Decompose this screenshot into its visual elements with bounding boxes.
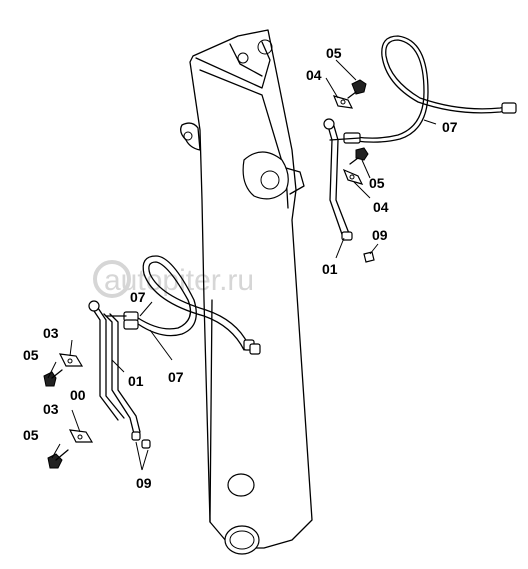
pipe-00-left (88, 300, 125, 421)
bolt-05-top (347, 79, 367, 99)
label-04-right: 04 (373, 199, 389, 215)
clamp-04-top (332, 95, 354, 109)
label-05-b: 05 (23, 427, 39, 443)
label-00-left: 00 (70, 387, 86, 403)
hose-07-right (343, 35, 517, 144)
label-07-right: 07 (442, 119, 458, 135)
watermark-text: autopiter.ru (104, 264, 254, 297)
label-05-top: 05 (326, 45, 342, 61)
label-07-middle: 07 (130, 289, 146, 305)
pipe-01-left (103, 313, 151, 449)
label-04-top: 04 (306, 67, 322, 83)
plug-09-right (363, 251, 375, 263)
label-07-lower: 07 (168, 369, 184, 385)
label-09-left: 09 (136, 475, 152, 491)
clamp-03-a (58, 353, 84, 367)
part-labels: 05 04 07 05 04 09 01 07 07 03 05 01 00 0… (23, 45, 458, 491)
bolt-05-b (47, 449, 69, 469)
pipe-01-right (323, 118, 361, 241)
label-03-b: 03 (43, 401, 59, 417)
label-05-right: 05 (369, 175, 385, 191)
clamp-04-right (342, 168, 364, 185)
label-09-right: 09 (372, 227, 388, 243)
label-05-a: 05 (23, 347, 39, 363)
label-01-right: 01 (322, 261, 338, 277)
leader-lines (47, 59, 437, 471)
label-03-a: 03 (43, 325, 59, 341)
bolt-05-a (43, 369, 63, 387)
bolt-05-right (349, 147, 369, 165)
clamp-03-b (68, 429, 94, 443)
watermark: autopiter.ru (93, 260, 254, 298)
label-01-left: 01 (128, 373, 144, 389)
hose-07-middle (123, 255, 261, 355)
boom-arm (180, 29, 313, 555)
